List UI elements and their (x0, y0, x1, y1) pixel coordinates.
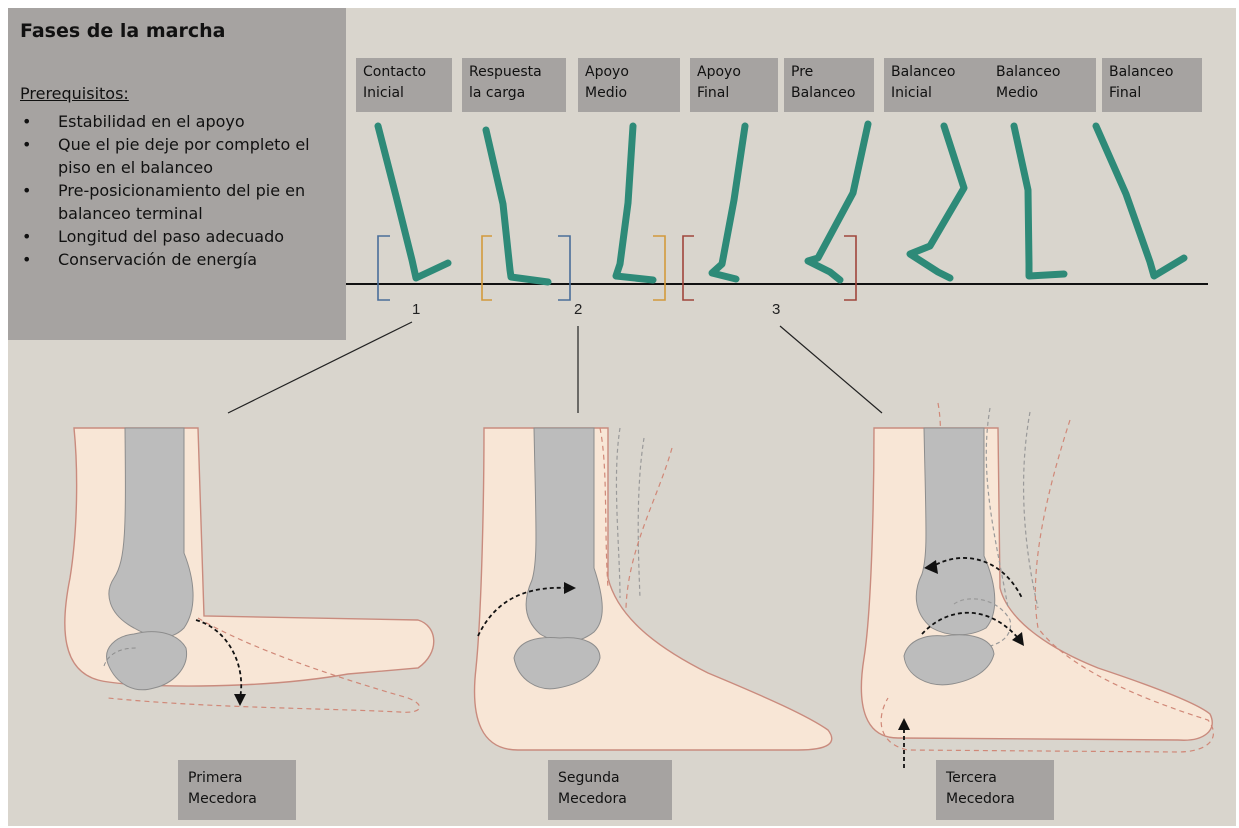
phase-label-line: Balanceo (1109, 62, 1195, 83)
leg-figure-3 (616, 126, 653, 280)
foot-illustration-1 (65, 428, 434, 712)
phase-label-line: Medio (585, 83, 673, 104)
phase-label-line: Inicial (363, 83, 445, 104)
leg-figure-2 (486, 130, 548, 282)
foot-illustration-2 (475, 428, 832, 750)
gait-phases-slide: 1 2 3 (8, 8, 1236, 826)
rocker-label-line: Primera (188, 768, 286, 789)
bracket-2-open (482, 236, 492, 300)
phase-label-line: Medio (996, 83, 1060, 104)
bracket-1-open (378, 236, 390, 300)
foot-3-tibia (916, 428, 994, 635)
prerequisite-item: Pre-posicionamiento del pie en balanceo … (20, 179, 338, 225)
marker-2: 2 (574, 301, 582, 318)
leg-figure-5 (808, 124, 868, 280)
bracket-3-close (844, 236, 856, 300)
foot-illustration-3 (861, 403, 1213, 768)
phase-label-pre-balanceo: Pre Balanceo (784, 58, 874, 112)
phase-label-line: Apoyo (697, 62, 771, 83)
rocker-label-line: Segunda (558, 768, 662, 789)
marker-3: 3 (772, 301, 780, 318)
phase-label-apoyo-final: Apoyo Final (690, 58, 778, 112)
prerequisite-item: Longitud del paso adecuado (20, 225, 338, 248)
phase-label-line: Respuesta (469, 62, 559, 83)
leg-figure-4 (712, 126, 745, 279)
slide-title: Fases de la marcha (20, 20, 225, 42)
phase-label-balanceo-inicial-medio: Balanceo Inicial Balanceo Medio (884, 58, 1096, 112)
phase-label-line: Pre (791, 62, 867, 83)
prerequisites-heading: Prerequisitos: (20, 84, 129, 103)
rocker-label-segunda: Segunda Mecedora (548, 760, 672, 820)
rocker-label-line: Mecedora (188, 789, 286, 810)
leg-figures (378, 124, 1184, 282)
phase-label-line: Balanceo (891, 62, 955, 83)
leg-figure-1 (378, 126, 448, 278)
leg-figure-7 (1014, 126, 1064, 276)
phase-label-line: Contacto (363, 62, 445, 83)
phase-label-line: Apoyo (585, 62, 673, 83)
rocker-label-tercera: Tercera Mecedora (936, 760, 1054, 820)
bracket-3-open (683, 236, 694, 300)
prerequisite-item: Conservación de energía (20, 248, 338, 271)
bracket-1-close (558, 236, 570, 300)
rocker-label-primera: Primera Mecedora (178, 760, 296, 820)
phase-label-apoyo-medio: Apoyo Medio (578, 58, 680, 112)
rocker-label-line: Tercera (946, 768, 1044, 789)
phase-label-line: Balanceo (791, 83, 867, 104)
bracket-2-close (653, 236, 665, 300)
rocker-label-line: Mecedora (946, 789, 1044, 810)
foot-3-skin (861, 428, 1212, 740)
leg-figure-8 (1096, 126, 1184, 276)
phase-label-line: Final (697, 83, 771, 104)
prerequisite-item: Que el pie deje por completo el piso en … (20, 133, 338, 179)
phase-label-contacto-inicial: Contacto Inicial (356, 58, 452, 112)
leg-figure-6 (910, 126, 964, 278)
phase-label-line: Final (1109, 83, 1195, 104)
prerequisites-list: Estabilidad en el apoyo Que el pie deje … (20, 110, 338, 271)
prerequisites-panel: Fases de la marcha Prerequisitos: Estabi… (8, 8, 346, 340)
phase-label-line: la carga (469, 83, 559, 104)
phase-label-respuesta-carga: Respuesta la carga (462, 58, 566, 112)
phase-label-line: Inicial (891, 83, 955, 104)
phase-label-balanceo-final: Balanceo Final (1102, 58, 1202, 112)
marker-1: 1 (412, 301, 420, 318)
rocker-label-line: Mecedora (558, 789, 662, 810)
phase-label-line: Balanceo (996, 62, 1060, 83)
prerequisite-item: Estabilidad en el apoyo (20, 110, 338, 133)
foot-2-tibia (526, 428, 602, 642)
